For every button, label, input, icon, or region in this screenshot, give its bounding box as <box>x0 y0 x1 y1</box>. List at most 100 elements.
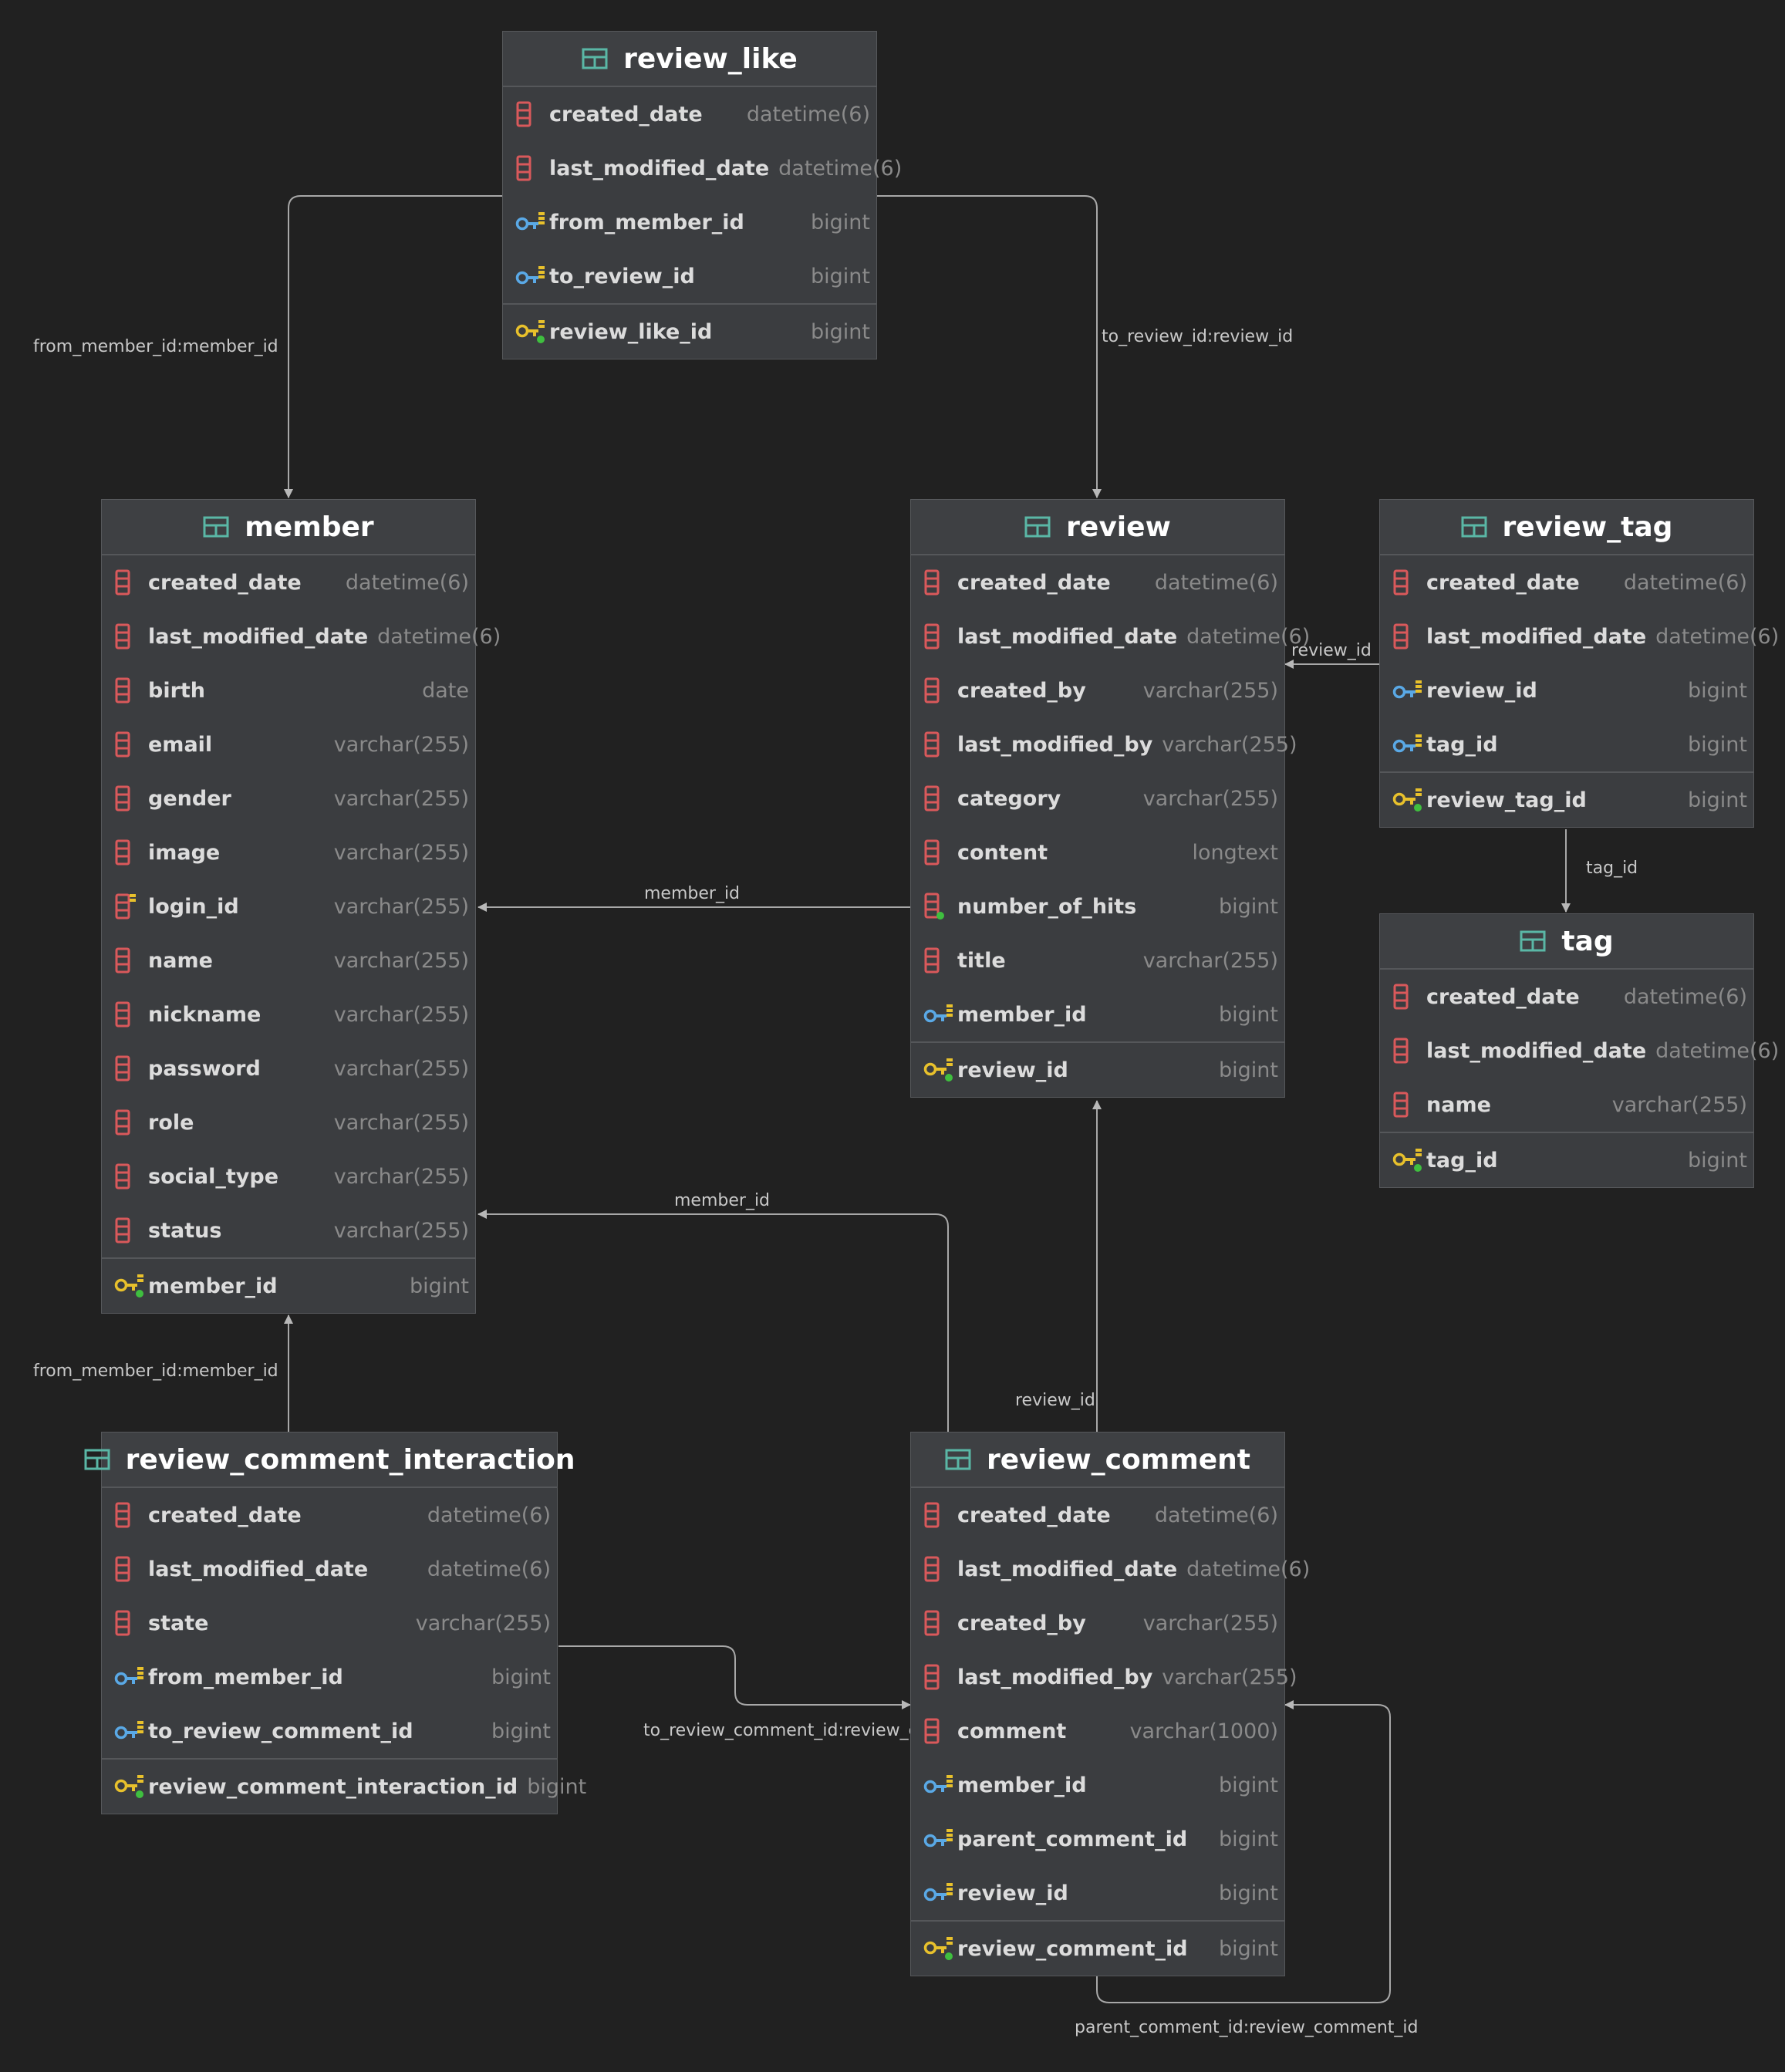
field-name: social_type <box>148 1164 279 1189</box>
field-name: review_comment_id <box>957 1936 1188 1961</box>
field-name: tag_id <box>1426 1148 1498 1173</box>
table-icon <box>1461 516 1487 538</box>
field-name: review_id <box>957 1058 1068 1082</box>
field-name: created_date <box>1426 984 1580 1009</box>
field-name: to_review_id <box>549 264 695 289</box>
field-type: varchar(255) <box>333 1218 469 1243</box>
column-icon <box>1392 1035 1426 1066</box>
column-icon <box>114 783 148 814</box>
field-name: review_id <box>1426 678 1537 703</box>
field-name: last_modified_by <box>957 1665 1153 1689</box>
field-name: nickname <box>148 1002 262 1027</box>
table-header[interactable]: review_comment <box>911 1433 1284 1488</box>
column-icon <box>114 675 148 706</box>
field-type: varchar(255) <box>333 1056 469 1081</box>
field-type: bigint <box>1688 1148 1747 1173</box>
primary-key-icon <box>923 1055 957 1085</box>
field-type: bigint <box>527 1774 587 1799</box>
table-header[interactable]: review_tag <box>1380 500 1753 555</box>
relation-label-rt-tag: tag_id <box>1586 859 1638 878</box>
field-type: varchar(255) <box>1162 732 1297 757</box>
table-icon <box>945 1449 971 1470</box>
foreign-key-icon <box>1392 675 1426 706</box>
table-field-row[interactable]: tag_id bigint <box>1380 1132 1753 1187</box>
column-icon <box>114 1500 148 1530</box>
table-header[interactable]: review_comment_interaction <box>84 1433 575 1488</box>
table-header[interactable]: member <box>102 500 475 555</box>
field-name: review_tag_id <box>1426 788 1587 812</box>
field-name: created_date <box>957 570 1111 595</box>
column-icon <box>923 675 957 706</box>
table-title: member <box>245 511 374 543</box>
table-header[interactable]: tag <box>1380 914 1753 970</box>
field-type: datetime(6) <box>1186 1557 1311 1581</box>
relation-label-rt-review: review_id <box>1291 641 1372 660</box>
table-header[interactable]: review_like <box>503 32 876 87</box>
field-type: bigint <box>1219 1827 1278 1851</box>
field-name: created_date <box>148 1503 302 1527</box>
foreign-key-icon <box>1392 729 1426 760</box>
relation-label-rl-member: from_member_id:member_id <box>33 337 278 356</box>
table-header[interactable]: review <box>911 500 1284 555</box>
